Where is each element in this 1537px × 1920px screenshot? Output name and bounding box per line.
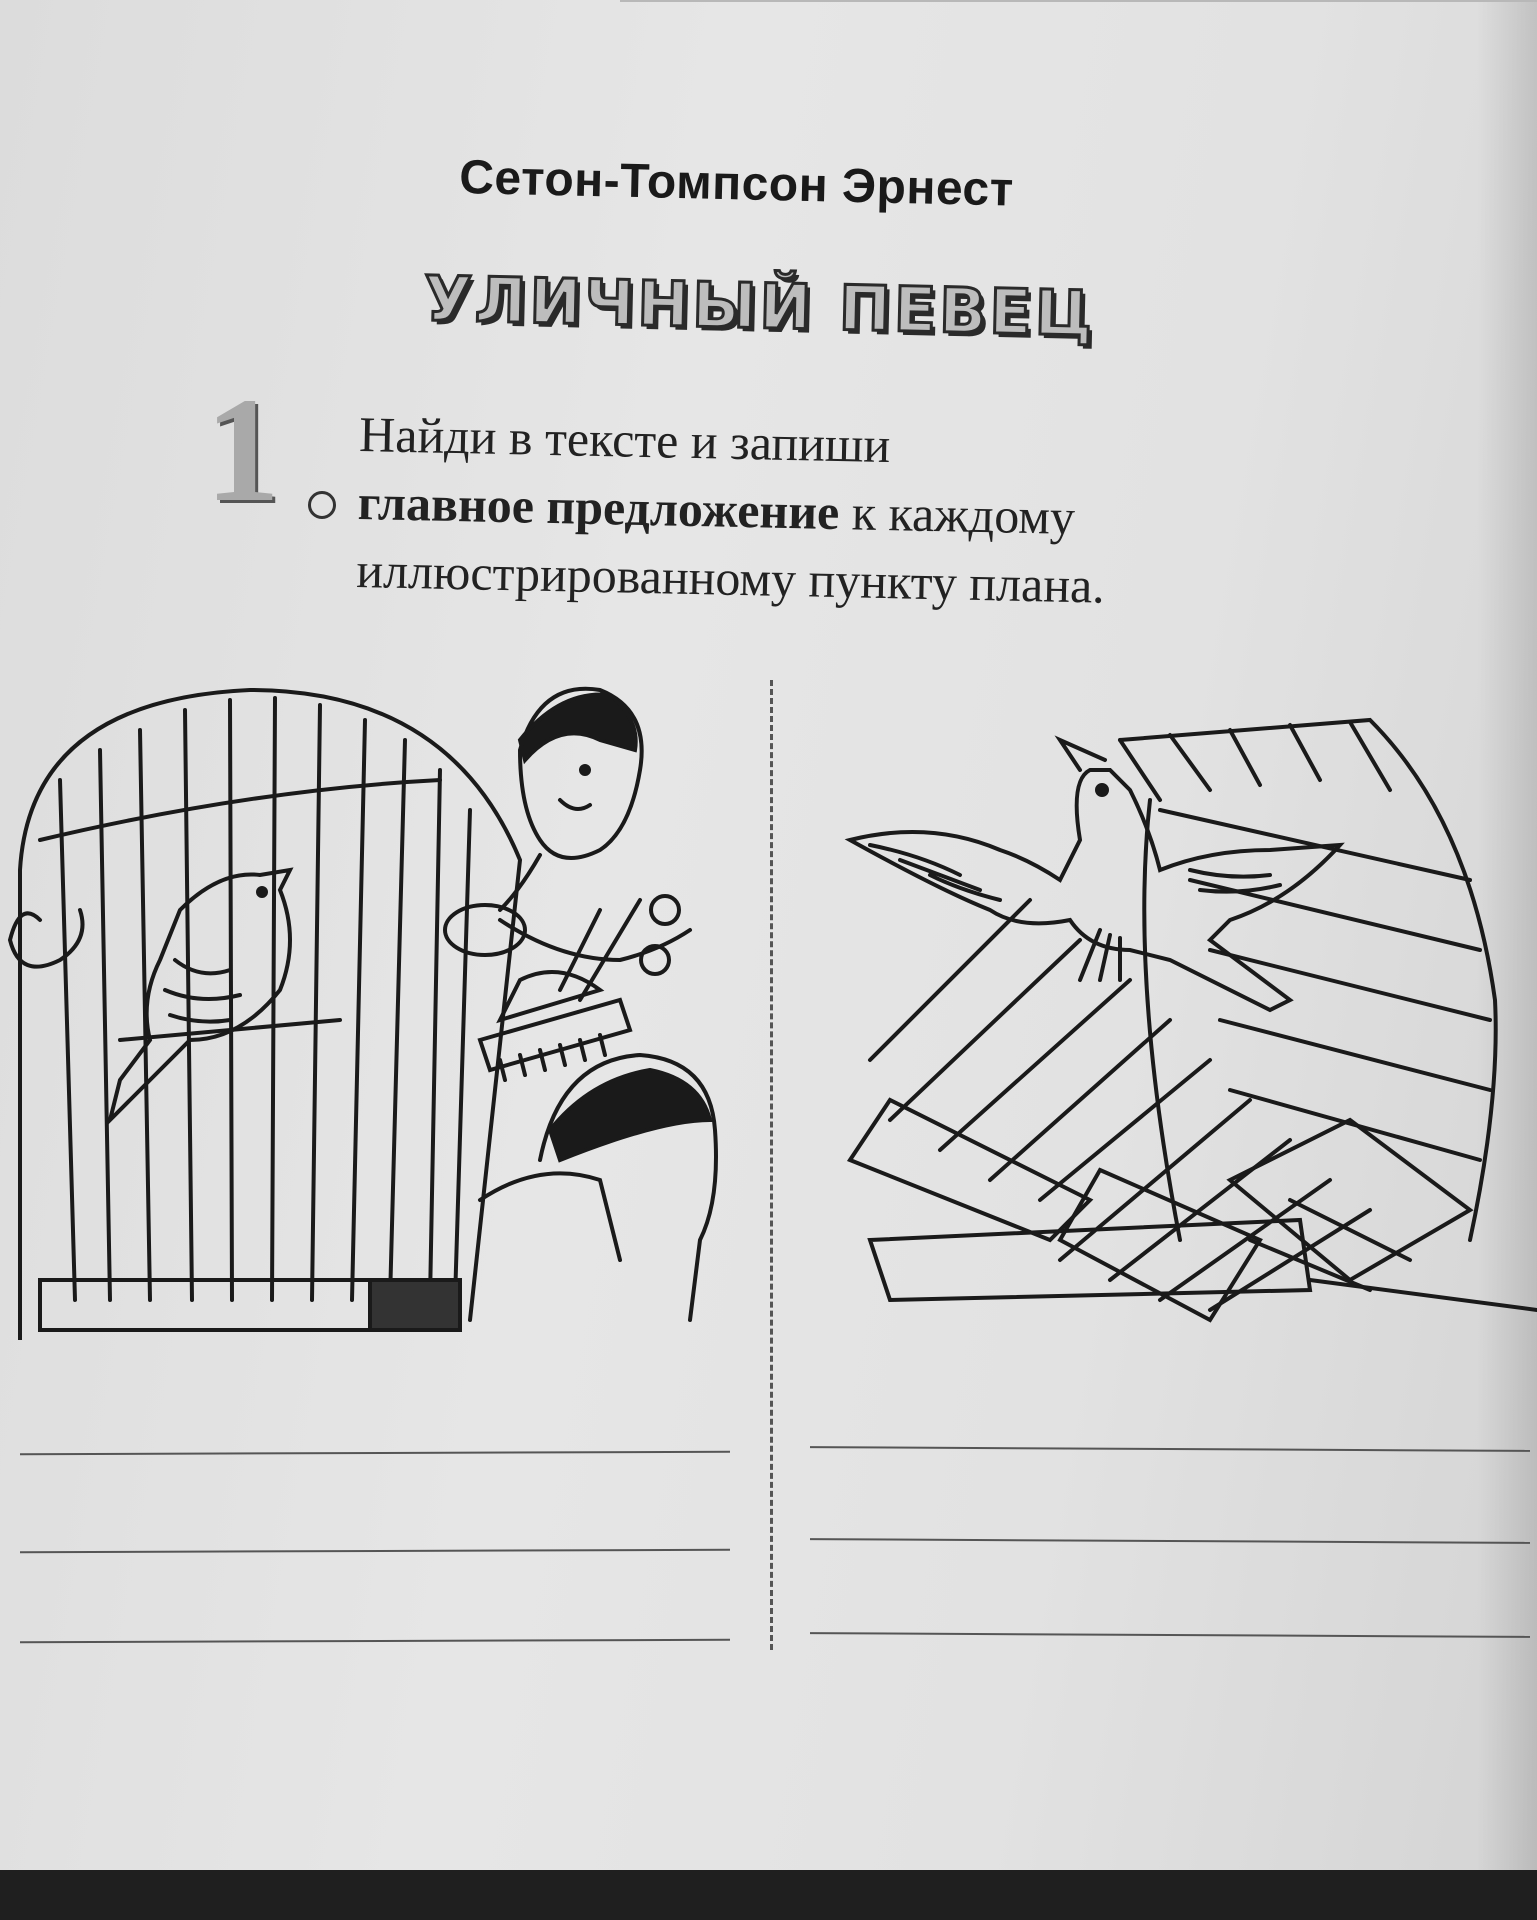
task-number: 1 xyxy=(205,367,280,533)
illustration-divider xyxy=(770,680,773,1650)
top-rule xyxy=(620,0,1537,2)
page-edge-shadow xyxy=(1477,0,1537,1870)
author-name: Сетон-Томпсон Эрнест xyxy=(458,150,1015,217)
answer-line-right-2[interactable] xyxy=(809,1538,1531,1544)
answer-line-right-1[interactable] xyxy=(809,1446,1531,1452)
instruction-bold-phrase: главное предложение xyxy=(357,473,840,541)
answer-line-left-2[interactable] xyxy=(19,1548,731,1554)
task-number-dot xyxy=(308,491,336,519)
answer-line-left-1[interactable] xyxy=(19,1450,731,1456)
instruction-line-2-rest: к каждому xyxy=(838,484,1076,545)
workbook-page: Сетон-Томпсон Эрнест УЛИЧНЫЙ ПЕВЕЦ 1 Най… xyxy=(0,0,1537,1870)
task-instruction: Найди в тексте и запиши главное предложе… xyxy=(356,400,1370,625)
story-title: УЛИЧНЫЙ ПЕВЕЦ xyxy=(422,260,1098,351)
caged-bird-illustration xyxy=(7,686,718,1340)
answer-line-left-3[interactable] xyxy=(19,1638,731,1644)
free-bird-illustration xyxy=(844,717,1537,1323)
answer-line-right-3[interactable] xyxy=(809,1632,1531,1638)
